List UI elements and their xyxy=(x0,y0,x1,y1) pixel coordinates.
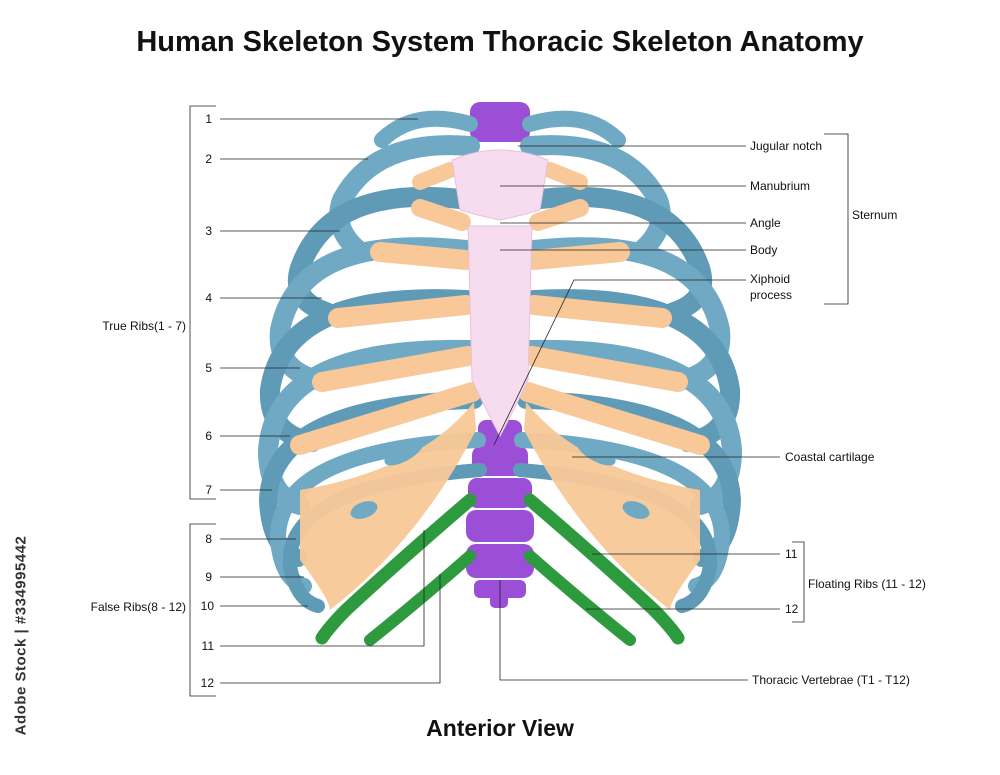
angle-label: Angle xyxy=(750,216,781,230)
watermark-text: Adobe Stock | #334995442 xyxy=(12,535,30,735)
xiphoid-label-line2: process xyxy=(750,288,792,302)
rib-number-10: 10 xyxy=(201,599,215,613)
rib-number-11: 11 xyxy=(202,639,215,653)
true-ribs-label: True Ribs(1 - 7) xyxy=(102,319,186,333)
lower-cartilage-plates xyxy=(300,402,700,610)
vertebral-column xyxy=(466,102,534,608)
floating-ribs xyxy=(315,493,685,646)
jugular-notch-label: Jugular notch xyxy=(750,139,822,153)
xiphoid-label-line1: Xiphoid xyxy=(750,272,790,286)
false-ribs-label: False Ribs(8 - 12) xyxy=(91,600,186,614)
rib-number-6: 6 xyxy=(205,429,212,443)
floating-rib-11-label: 11 xyxy=(785,547,798,561)
sternum-label: Sternum xyxy=(852,208,897,222)
rib-number-9: 9 xyxy=(205,570,212,584)
rib-number-12: 12 xyxy=(201,676,215,690)
sternum xyxy=(451,149,549,438)
floating-rib-12-label: 12 xyxy=(785,602,799,616)
coastal-cartilage-label: Coastal cartilage xyxy=(785,450,875,464)
rib-number-7: 7 xyxy=(205,483,212,497)
right-labels: Jugular notch Manubrium Angle Body Xipho… xyxy=(750,139,926,687)
rib-cage-illustration xyxy=(257,102,743,646)
body-label: Body xyxy=(750,243,777,257)
leader-lines xyxy=(189,105,849,697)
costal-cartilages xyxy=(290,162,710,455)
stock-watermark: Adobe Stock | #334995442 xyxy=(6,530,36,740)
rib-number-4: 4 xyxy=(205,291,212,305)
thoracic-vertebrae-label: Thoracic Vertebrae (T1 - T12) xyxy=(752,673,910,687)
view-caption: Anterior View xyxy=(426,715,574,741)
page-title: Human Skeleton System Thoracic Skeleton … xyxy=(136,26,864,58)
rib-number-1: 1 xyxy=(205,112,212,126)
left-number-labels: 1 2 3 4 5 6 7 8 9 10 11 12 True Ribs(1 -… xyxy=(91,112,215,690)
rib-number-8: 8 xyxy=(205,532,212,546)
rib-number-3: 3 xyxy=(205,224,212,238)
rib-number-2: 2 xyxy=(205,152,212,166)
cartilage-holes xyxy=(350,438,650,519)
manubrium-label: Manubrium xyxy=(750,179,810,193)
floating-ribs-label: Floating Ribs (11 - 12) xyxy=(808,577,926,591)
rib-number-5: 5 xyxy=(205,361,212,375)
